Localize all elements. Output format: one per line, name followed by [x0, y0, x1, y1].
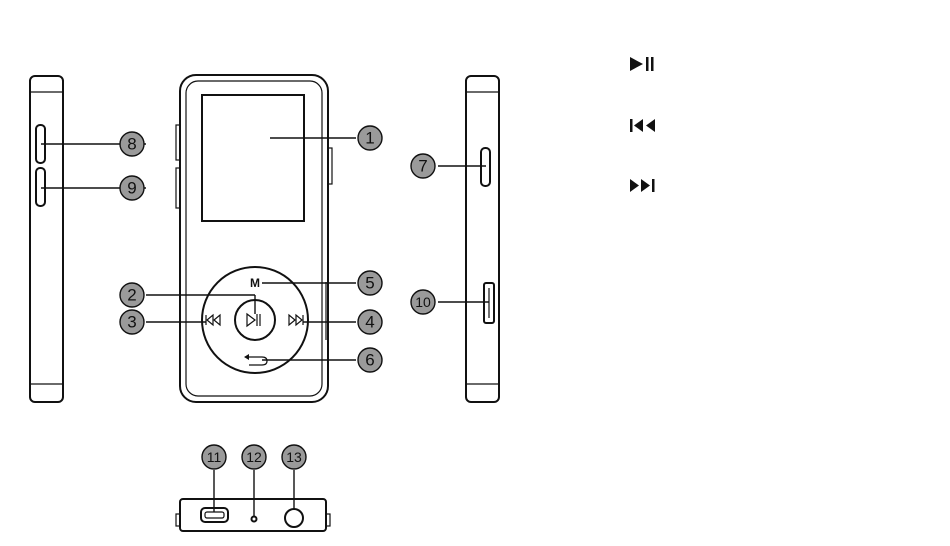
bottom-view — [176, 499, 330, 531]
play-pause-small-icon — [247, 314, 260, 326]
svg-text:8: 8 — [127, 135, 136, 154]
callout-3: 3 — [120, 310, 144, 334]
svg-text:12: 12 — [246, 449, 262, 465]
headphone-jack — [285, 509, 303, 527]
callout-9: 9 — [120, 176, 144, 200]
screen — [202, 95, 304, 221]
mic-hole — [252, 517, 257, 522]
front-view: M — [176, 75, 332, 402]
left-side-view — [30, 76, 63, 402]
callout-2: 2 — [120, 283, 144, 307]
callout-1: 1 — [358, 126, 382, 150]
svg-text:7: 7 — [418, 157, 427, 176]
previous-small-icon — [206, 315, 220, 325]
callout-11: 11 — [202, 445, 226, 469]
menu-button-label: M — [250, 276, 260, 290]
svg-text:9: 9 — [127, 179, 136, 198]
left-side-body — [30, 76, 63, 402]
callouts: 1 2 3 4 5 6 7 8 — [120, 126, 435, 469]
svg-text:10: 10 — [415, 294, 431, 310]
callout-10: 10 — [411, 290, 435, 314]
callout-13: 13 — [282, 445, 306, 469]
next-small-icon — [289, 315, 303, 325]
previous-icon — [630, 119, 655, 132]
svg-text:11: 11 — [207, 449, 222, 465]
svg-text:6: 6 — [365, 351, 374, 370]
callout-7: 7 — [411, 154, 435, 178]
svg-text:2: 2 — [127, 286, 136, 305]
right-side-view — [466, 76, 499, 402]
power-button — [481, 148, 490, 186]
legend — [630, 57, 655, 192]
svg-text:4: 4 — [365, 313, 374, 332]
play-pause-icon — [630, 57, 654, 71]
svg-text:3: 3 — [127, 313, 136, 332]
svg-text:1: 1 — [365, 129, 374, 148]
callout-8: 8 — [120, 132, 144, 156]
svg-text:13: 13 — [286, 449, 302, 465]
volume-down-button — [36, 168, 45, 206]
callout-6: 6 — [358, 348, 382, 372]
callout-5: 5 — [358, 271, 382, 295]
callout-4: 4 — [358, 310, 382, 334]
svg-text:5: 5 — [365, 274, 374, 293]
callout-12: 12 — [242, 445, 266, 469]
right-side-body — [466, 76, 499, 402]
next-icon — [630, 179, 655, 192]
